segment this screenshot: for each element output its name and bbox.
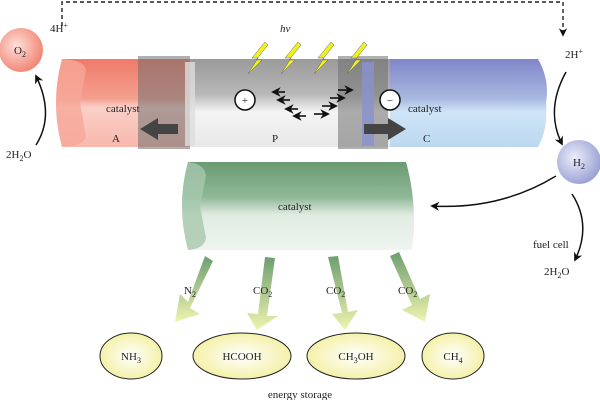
h2-to-catalyst-arrow — [430, 175, 557, 211]
anode-catalyst-label: catalyst — [106, 103, 140, 115]
photo-label: P — [272, 133, 278, 145]
plus-sign: + — [242, 95, 248, 107]
input-label-co2: CO2 — [398, 285, 417, 299]
conversion-arrow — [247, 257, 278, 330]
lightning-bolt-icon — [313, 41, 335, 75]
product-label: NH3 — [121, 351, 141, 365]
anode-label: A — [112, 133, 120, 145]
o2-label: O2 — [14, 45, 26, 59]
fuel-cell-label: fuel cell — [533, 239, 569, 251]
proton-to-h2-arrow — [553, 71, 567, 146]
green-catalyst-label: catalyst — [278, 201, 312, 213]
charge-separation-arrows — [271, 85, 354, 121]
input-label-co2: CO2 — [253, 285, 272, 299]
anode-junction — [138, 56, 190, 149]
conversion-arrow — [390, 252, 430, 322]
water-to-o2-arrow — [35, 74, 47, 146]
reduction-catalyst-cylinder — [182, 162, 414, 250]
light-bolts — [247, 41, 368, 75]
lightning-bolt-icon — [346, 41, 368, 75]
product-nh3 — [99, 332, 163, 380]
h2-label: H2 — [573, 157, 585, 171]
h2-to-fuel-cell-arrow — [571, 193, 584, 262]
lightning-bolt-icon — [247, 41, 269, 75]
product-ch3oh — [306, 332, 406, 380]
h2-bubble — [557, 140, 600, 184]
input-label-co2: CO2 — [326, 285, 345, 299]
proton-left-label: 4H+ — [50, 21, 68, 35]
hole-transfer-arrow — [140, 118, 178, 140]
electron-transfer-arrow — [364, 118, 406, 140]
minus-sign: − — [387, 95, 393, 107]
electron-charge — [379, 89, 401, 111]
conversion-arrows — [175, 252, 430, 330]
hv-label: hv — [280, 23, 291, 35]
conversion-arrow — [328, 256, 358, 330]
product-label: CH4 — [443, 351, 462, 365]
proton-right-label: 2H+ — [565, 47, 583, 61]
product-ch4 — [421, 332, 485, 380]
cathode-cylinder — [390, 59, 547, 147]
cathode-label: C — [423, 133, 430, 145]
lightning-bolt-icon — [280, 41, 302, 75]
proton-transfer-dashed-line — [61, 1, 568, 37]
o2-bubble — [0, 28, 43, 72]
product-label: CH3OH — [338, 351, 373, 365]
hole-charge — [234, 89, 256, 111]
cathode-catalyst-label: catalyst — [408, 103, 442, 115]
product-hcooh — [192, 332, 292, 380]
water-right-label: 2H2O — [544, 266, 569, 280]
product-label: HCOOH — [222, 351, 261, 363]
input-label-n2: N2 — [184, 285, 196, 299]
water-left-label: 2H2O — [6, 149, 31, 163]
energy-storage-label: energy storage — [268, 389, 332, 400]
conversion-arrow — [175, 256, 213, 322]
